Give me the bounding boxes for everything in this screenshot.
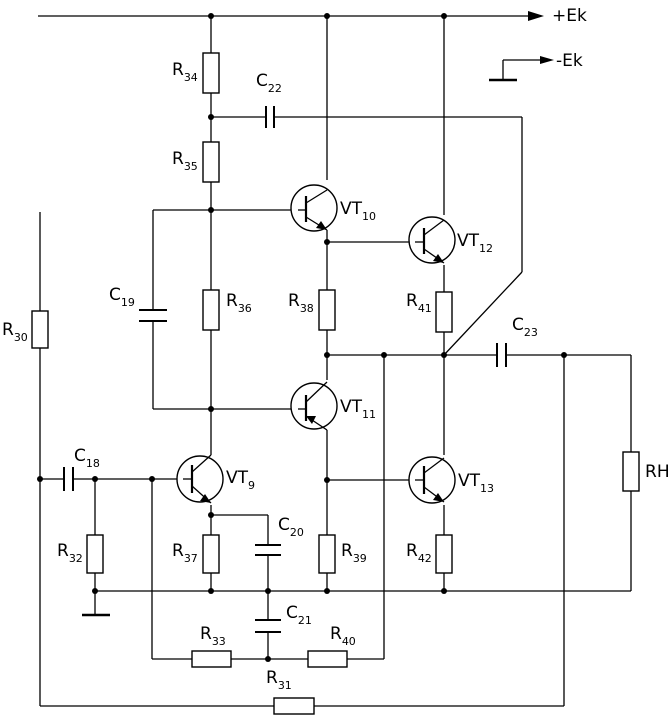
label-c23: C23 xyxy=(512,315,538,339)
resistor-r39 xyxy=(318,534,336,574)
capacitors xyxy=(63,106,507,633)
resistor-r33 xyxy=(191,650,232,668)
label-c19: C19 xyxy=(109,285,135,309)
label-c22: C22 xyxy=(256,71,282,95)
resistor-r40 xyxy=(307,650,348,668)
resistor-r32 xyxy=(86,534,104,574)
label-vt10: VT10 xyxy=(340,199,376,223)
resistor-rh xyxy=(622,451,640,492)
label-c20: C20 xyxy=(278,515,304,539)
transistor-vt12 xyxy=(408,216,456,264)
resistor-r38 xyxy=(318,289,336,331)
resistor-r35 xyxy=(202,141,220,183)
label-r37: R37 xyxy=(172,541,198,565)
label-r34: R34 xyxy=(172,60,198,84)
resistor-r41 xyxy=(435,291,453,333)
label-rh: RH xyxy=(645,462,670,482)
label-c21: C21 xyxy=(286,603,312,627)
label-r42: R42 xyxy=(406,541,432,565)
label-vt13: VT13 xyxy=(458,471,494,495)
transistor-vt10 xyxy=(290,184,338,232)
label-vt12: VT12 xyxy=(457,231,493,255)
label-vt9: VT9 xyxy=(226,468,255,492)
transistor-vt13 xyxy=(408,456,456,504)
label-r32: R32 xyxy=(57,541,83,565)
label-c18: C18 xyxy=(74,446,100,470)
resistor-r34 xyxy=(202,52,220,94)
transistor-vt11 xyxy=(290,381,338,431)
resistor-r37 xyxy=(202,534,220,574)
resistors xyxy=(31,52,640,715)
transistor-vt9 xyxy=(176,454,224,504)
resistor-r30 xyxy=(31,310,49,349)
arrow-right-icon xyxy=(540,56,554,64)
labels: +Ek -Ek R34 C22 R35 VT10 VT12 C19 R36 R3… xyxy=(2,6,670,692)
label-r39: R39 xyxy=(341,541,367,565)
label-r38: R38 xyxy=(288,291,314,315)
supply-neg-label: -Ek xyxy=(556,51,583,71)
arrow-right-icon xyxy=(528,11,544,21)
resistor-r42 xyxy=(435,534,453,574)
label-r31: R31 xyxy=(266,668,292,692)
resistor-r31 xyxy=(273,697,315,715)
supply-pos-label: +Ek xyxy=(552,6,587,26)
label-r41: R41 xyxy=(406,291,432,315)
junction-dots xyxy=(37,13,567,662)
label-r40: R40 xyxy=(330,624,356,648)
resistor-r36 xyxy=(202,289,220,331)
label-r35: R35 xyxy=(172,149,198,173)
wires xyxy=(38,15,632,707)
label-r33: R33 xyxy=(200,624,226,648)
label-r30: R30 xyxy=(2,320,28,344)
label-r36: R36 xyxy=(226,291,252,315)
label-vt11: VT11 xyxy=(340,397,376,421)
